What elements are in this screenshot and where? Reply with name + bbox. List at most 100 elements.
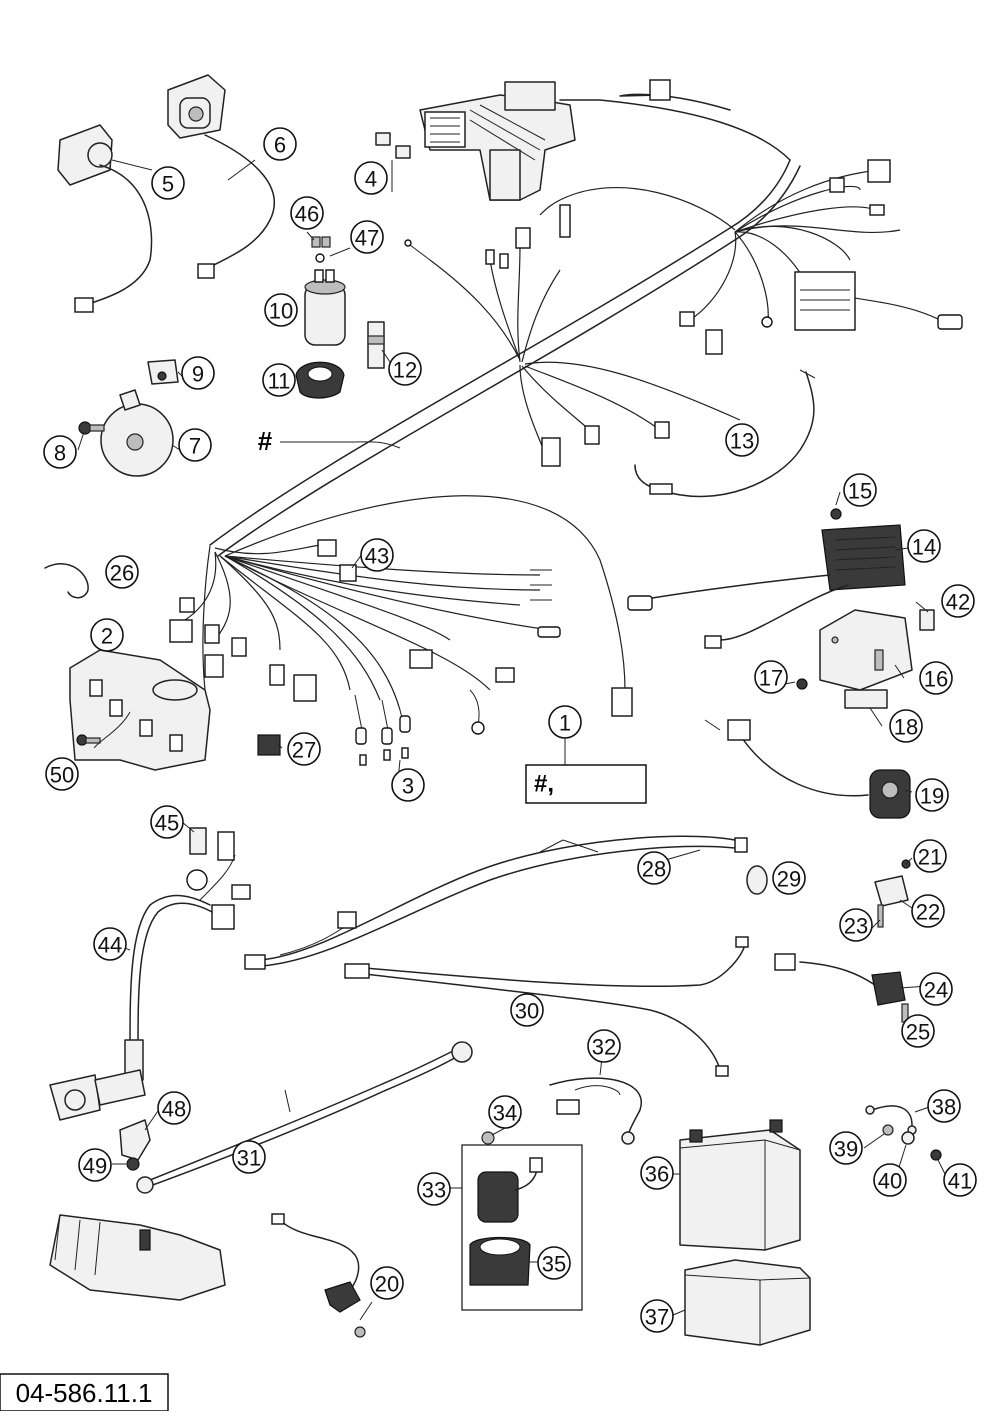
part-36-battery: [679, 1119, 801, 1251]
part-32-cable: [549, 1077, 643, 1145]
callout-37: 37: [640, 1299, 674, 1333]
callout-47-circle: [350, 220, 384, 254]
callout-46-text: 46: [295, 202, 319, 227]
part-12-bracket: [367, 321, 385, 369]
callout-35-text: 35: [542, 1252, 566, 1277]
part-50-screw: [76, 734, 101, 746]
callout-28-text: 28: [642, 857, 666, 882]
callout-42-text: 42: [946, 590, 970, 615]
part-13-wire: [634, 369, 816, 498]
callout-6-text: 6: [274, 133, 286, 158]
callout-3-text: 3: [402, 774, 414, 799]
callout-20: 20: [370, 1266, 404, 1300]
callout-38-text: 38: [932, 1095, 956, 1120]
callout-49-text: 49: [83, 1154, 107, 1179]
callout-28-circle: [637, 851, 671, 885]
callout-10-text: 10: [269, 299, 293, 324]
callout-2-text: 2: [101, 624, 113, 649]
callout-19-circle: [915, 778, 949, 812]
callout-18-text: 18: [894, 715, 918, 740]
callout-11-circle: [262, 363, 296, 397]
callout-43: 43: [360, 538, 394, 572]
callout-18: 18: [889, 709, 923, 743]
callout-15-circle: [843, 473, 877, 507]
part-14-regulator: [627, 524, 906, 649]
part-17-screw: [796, 678, 808, 690]
callout-2-circle: [90, 618, 124, 652]
callout-16-text: 16: [924, 667, 948, 692]
part-31-cable: [136, 1041, 473, 1194]
part-48-cap: [119, 1119, 151, 1161]
callout-48-circle: [157, 1091, 191, 1125]
callout-20-circle: [370, 1266, 404, 1300]
callout-36-text: 36: [645, 1162, 669, 1187]
part-6-switch: [167, 74, 275, 279]
callout-9-text: 9: [192, 362, 204, 387]
callout-25-circle: [901, 1014, 935, 1048]
callout-41: 41: [943, 1163, 977, 1197]
callout-26-text: 26: [110, 561, 134, 586]
callout-37-circle: [640, 1299, 674, 1333]
callout-19: 19: [915, 778, 949, 812]
callout-7-text: 7: [189, 434, 201, 459]
callout-10-circle: [264, 293, 298, 327]
callout-43-circle: [360, 538, 394, 572]
callout-5: 5: [151, 166, 185, 200]
main-wiring-harness: [169, 79, 963, 766]
legend-1: #,: [525, 738, 647, 804]
part-5-switch: [57, 124, 153, 313]
callout-13: 13: [725, 423, 759, 457]
callout-21-circle: [913, 839, 947, 873]
callout-48-text: 48: [162, 1097, 186, 1122]
callout-42-circle: [941, 584, 975, 618]
hash-marker: #: [258, 426, 273, 456]
callout-50-text: 50: [50, 763, 74, 788]
callout-35: 35: [537, 1246, 571, 1280]
part-15-nut: [830, 508, 842, 520]
legend-prefix: #,: [534, 771, 554, 798]
callout-4-circle: [354, 161, 388, 195]
callout-27-text: 27: [292, 738, 316, 763]
callout-23: 23: [839, 908, 873, 942]
callout-6-circle: [263, 127, 297, 161]
callout-39-text: 39: [834, 1137, 858, 1162]
callout-15: 15: [843, 473, 877, 507]
callout-23-circle: [839, 908, 873, 942]
callout-39: 39: [829, 1131, 863, 1165]
callout-17-text: 17: [759, 666, 783, 691]
part-28-harness: [244, 835, 748, 970]
callout-32-circle: [587, 1029, 621, 1063]
callout-27: 27: [287, 732, 321, 766]
part-47-washer: [315, 253, 325, 263]
callout-31-circle: [232, 1140, 266, 1174]
callout-3: 3: [391, 768, 425, 802]
callout-14-circle: [907, 529, 941, 563]
callout-49-circle: [78, 1148, 112, 1182]
callout-14-text: 14: [912, 535, 936, 560]
callout-22: 22: [911, 894, 945, 928]
callout-38-circle: [927, 1089, 961, 1123]
part-34-nut: [481, 1131, 495, 1145]
callout-19-text: 19: [920, 784, 944, 809]
part-39-nut: [882, 1124, 894, 1136]
part-8-bolt: [78, 421, 105, 435]
callout-45: 45: [150, 805, 184, 839]
callout-29: 29: [772, 861, 806, 895]
callout-34: 34: [488, 1095, 522, 1129]
callout-5-circle: [151, 166, 185, 200]
callout-29-text: 29: [777, 867, 801, 892]
part-18-pad: [844, 689, 888, 709]
part-19-sensor: [704, 719, 911, 819]
part-2-bracket: [69, 649, 211, 771]
callout-34-circle: [488, 1095, 522, 1129]
part-42-clip: [919, 609, 935, 631]
callout-36-circle: [640, 1156, 674, 1190]
callout-12-text: 12: [393, 358, 417, 383]
callout-11: 11: [262, 363, 296, 397]
callout-26-circle: [105, 555, 139, 589]
callout-8-text: 8: [54, 441, 66, 466]
callout-13-circle: [725, 423, 759, 457]
part-24-switch: [774, 953, 906, 1006]
callout-25-text: 25: [906, 1020, 930, 1045]
